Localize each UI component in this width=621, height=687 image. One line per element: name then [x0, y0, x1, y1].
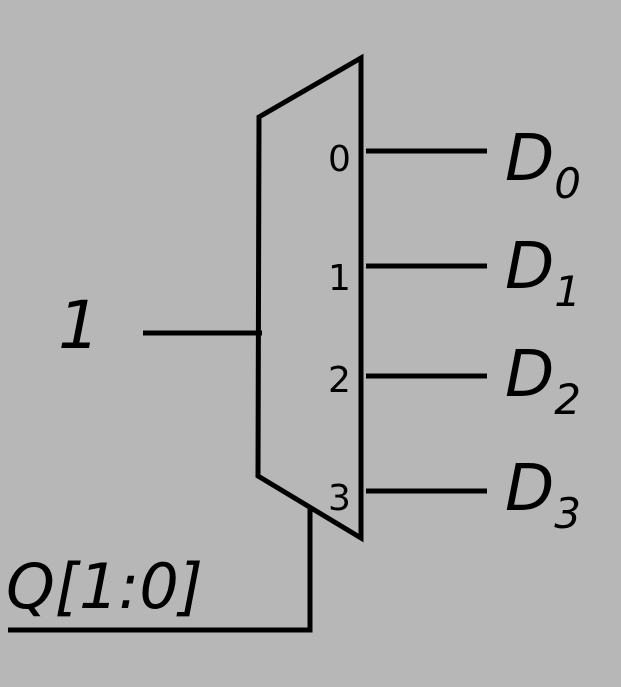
output-label-3-base: D	[505, 452, 554, 526]
port-label-1: 1	[328, 258, 351, 299]
output-label-0-base: D	[505, 122, 554, 196]
output-label-0-sub: 0	[554, 159, 581, 208]
output-label-2-base: D	[505, 338, 554, 412]
output-label-1-sub: 1	[554, 267, 581, 316]
port-label-3: 3	[328, 478, 351, 519]
select-wire	[8, 507, 313, 633]
demux-body	[255, 53, 364, 543]
select-label: Q[1:0]	[6, 550, 203, 623]
output-label-2-sub: 2	[554, 375, 581, 424]
port-label-2: 2	[328, 360, 351, 401]
output-label-3: D3	[505, 452, 581, 538]
output-label-0: D0	[505, 122, 581, 208]
output-label-1-base: D	[505, 230, 554, 304]
output-label-3-sub: 3	[554, 489, 581, 538]
output-label-1: D1	[505, 230, 581, 316]
output-label-2: D2	[505, 338, 581, 424]
input-value-label: 1	[58, 287, 100, 364]
port-label-0: 0	[328, 139, 351, 180]
